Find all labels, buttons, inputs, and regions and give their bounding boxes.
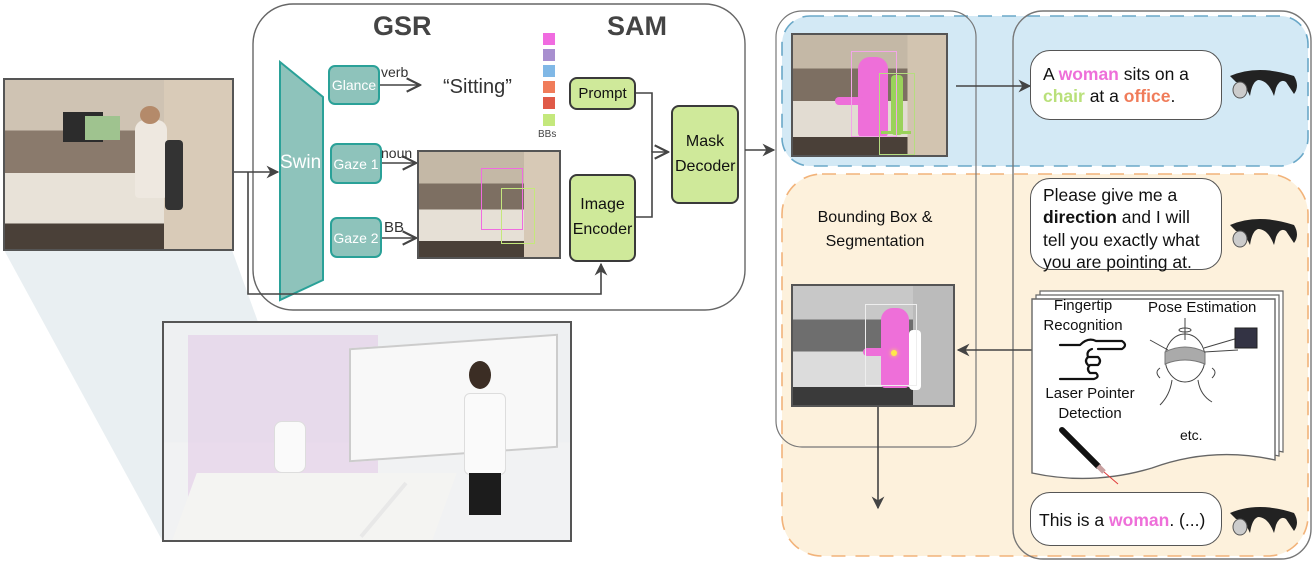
bb-swatch-woman [543, 33, 555, 45]
chair-shape [165, 140, 183, 210]
direction-text: Please give me a [1043, 185, 1178, 205]
segmentation-frame [775, 10, 977, 448]
bb-swatch-5 [543, 97, 555, 109]
smart-glasses-icon [1230, 70, 1297, 99]
swin-label: Swin [280, 152, 322, 173]
chair-bbox-seg [879, 73, 915, 155]
interaction-frame [1012, 10, 1312, 560]
encoder-to-decoder-line [636, 152, 668, 218]
white-chair-gray [909, 330, 921, 390]
laser-pointer-icon [1059, 427, 1119, 485]
caption-text: A [1043, 64, 1059, 84]
gsr-bbox-photo [417, 150, 561, 259]
direction-text: and I will tell you exactly what you are… [1043, 207, 1200, 273]
pointing-hand-icon [1058, 338, 1127, 381]
bb-label: BB [384, 219, 405, 236]
pointing-dot [891, 350, 897, 356]
seated-person [274, 421, 306, 473]
chair-mask [891, 75, 903, 135]
caption-text: sits on a [1118, 64, 1189, 84]
woman-bbox [851, 51, 897, 137]
etc-label: etc. [1180, 427, 1203, 443]
answer-text: . (...) [1169, 510, 1206, 530]
scene-photo [162, 321, 572, 542]
gaze1-label: Gaze 1 [333, 155, 379, 172]
verb-label: verb [381, 64, 409, 80]
gsr-title: GSR [373, 11, 432, 41]
gaze1-module: Gaze 1 [330, 143, 382, 184]
gaze2-module: Gaze 2 [330, 217, 382, 258]
standing-person-head [469, 361, 491, 389]
answer-word-woman: woman [1109, 510, 1170, 530]
bbox-segmentation-label: Bounding Box & Segmentation [817, 209, 933, 250]
image-encoder-module: Image Encoder [569, 174, 636, 262]
monitor-screen [85, 116, 120, 140]
caption-text: . [1170, 86, 1176, 107]
bb-swatch-2 [543, 49, 555, 61]
fingertip-recognition-label: Fingertip Recognition [1043, 297, 1123, 334]
segmented-photo [791, 33, 948, 157]
glance-label: Glance [331, 77, 377, 93]
woman-mask-arm-gray [863, 348, 891, 356]
caption-word-office: office [1123, 86, 1171, 107]
caption-text: at a [1084, 86, 1124, 107]
laser-pointer-label: Laser Pointer Detection [1045, 385, 1135, 423]
caption-speech-bubble: A woman sits on a chair at a office. [1030, 50, 1222, 120]
input-to-encoder-line [247, 172, 608, 295]
mask-decoder-label: Mask Decoder [675, 132, 736, 175]
person-silhouette [135, 120, 167, 198]
image-encoder-label: Image Encoder [572, 196, 633, 238]
answer-speech-bubble: This is a woman. (...) [1030, 492, 1222, 546]
chair-bbox [501, 188, 535, 244]
woman-mask-arm [835, 97, 865, 105]
gaze2-label: Gaze 2 [333, 229, 379, 246]
prompt-to-decoder-line [636, 92, 653, 152]
swin-encoder-shape [279, 59, 324, 302]
caption-word-woman: woman [1058, 64, 1119, 84]
mask-decoder-module: Mask Decoder [671, 105, 739, 204]
prompt-module: Prompt [569, 77, 636, 110]
answer-text: This is a [1039, 510, 1110, 530]
pointing-segmented-photo [791, 284, 955, 407]
standing-person-body [464, 393, 506, 475]
woman-bbox-gray [865, 304, 917, 386]
smart-glasses-icon [1230, 219, 1297, 248]
bb-swatch-3 [543, 65, 555, 77]
pose-estimation-icon [1149, 318, 1258, 406]
whiteboard [349, 333, 558, 463]
pointing-methods-document [1031, 290, 1284, 480]
direction-speech-bubble: Please give me a direction and I will te… [1030, 178, 1222, 273]
caption-word-chair: chair [1043, 86, 1085, 107]
sam-title: SAM [607, 11, 667, 41]
noun-label: noun [381, 145, 413, 161]
bb-swatch-office [543, 81, 555, 93]
bbs-legend-label: BBs [538, 129, 557, 140]
input-office-photo [3, 78, 234, 251]
prompt-label: Prompt [578, 84, 627, 102]
smart-glasses-icon [1230, 507, 1297, 536]
direction-word: direction [1043, 207, 1117, 228]
person-bbox [481, 168, 523, 230]
standing-person-shorts [469, 473, 501, 515]
glance-module: Glance [328, 65, 380, 105]
desk-shape [171, 473, 457, 540]
verb-output-sitting: “Sitting” [443, 76, 512, 98]
person-head [140, 106, 160, 124]
bb-swatch-chair [543, 114, 555, 126]
pose-estimation-label: Pose Estimation [1148, 299, 1257, 316]
zoom-projection-shade [4, 250, 258, 540]
